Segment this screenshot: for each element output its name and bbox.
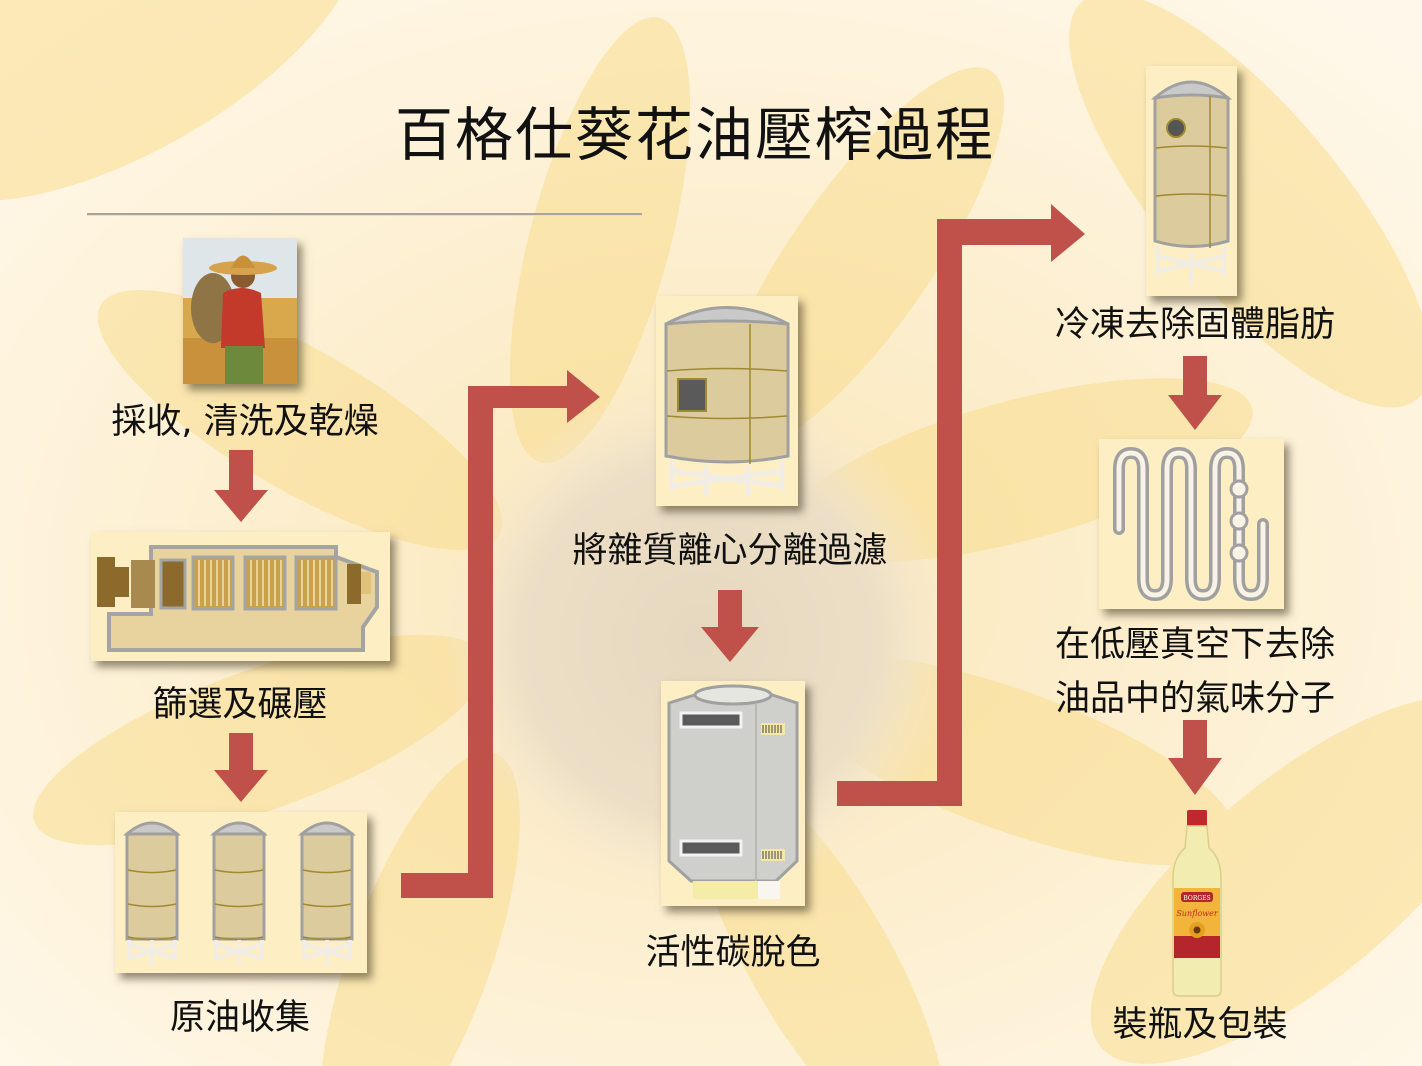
- three-storage-silos-icon: [115, 812, 367, 973]
- arrow-down-1: [214, 450, 268, 522]
- carbon-filter-tower-icon: [661, 681, 805, 906]
- arrow-down-4: [1168, 356, 1222, 430]
- oil-bottle-icon: BORGES Sunflower: [1167, 808, 1227, 998]
- step-label-deodorize-line-1: 在低壓真空下去除: [1054, 625, 1335, 665]
- title-divider: [87, 213, 642, 215]
- arrow-down-5: [1168, 720, 1222, 795]
- step-label-bottling: 裝瓶及包裝: [1112, 1005, 1288, 1045]
- bottle-product: Sunflower: [1176, 909, 1219, 918]
- arrow-down-2: [214, 733, 268, 802]
- step-label-harvest: 採收, 清洗及乾燥: [111, 402, 379, 442]
- page-title: 百格仕葵花油壓榨過程: [394, 101, 995, 169]
- farmer-with-basket-icon: [183, 238, 297, 384]
- arrow-down-3: [701, 590, 759, 662]
- serpentine-coil-icon: [1099, 439, 1284, 609]
- step-label-deodorize: 在低壓真空下去除 油品中的氣味分子: [1010, 618, 1380, 726]
- step-label-crude: 原油收集: [169, 998, 310, 1038]
- step-label-centrifuge: 將雜質離心分離過濾: [572, 531, 888, 571]
- bottle-brand: BORGES: [1183, 895, 1210, 902]
- arrow-elbow-2: [837, 204, 1085, 806]
- step-label-press: 篩選及碾壓: [152, 685, 328, 725]
- step-label-winterize: 冷凍去除固體脂肪: [1054, 305, 1335, 345]
- centrifuge-tank-icon: [656, 296, 798, 506]
- arrow-elbow-1: [401, 370, 600, 898]
- cold-storage-tank-icon: [1146, 66, 1237, 296]
- step-label-bleach: 活性碳脫色: [645, 933, 821, 973]
- screw-press-machine-icon: [91, 532, 390, 661]
- step-label-deodorize-line-2: 油品中的氣味分子: [1054, 679, 1335, 719]
